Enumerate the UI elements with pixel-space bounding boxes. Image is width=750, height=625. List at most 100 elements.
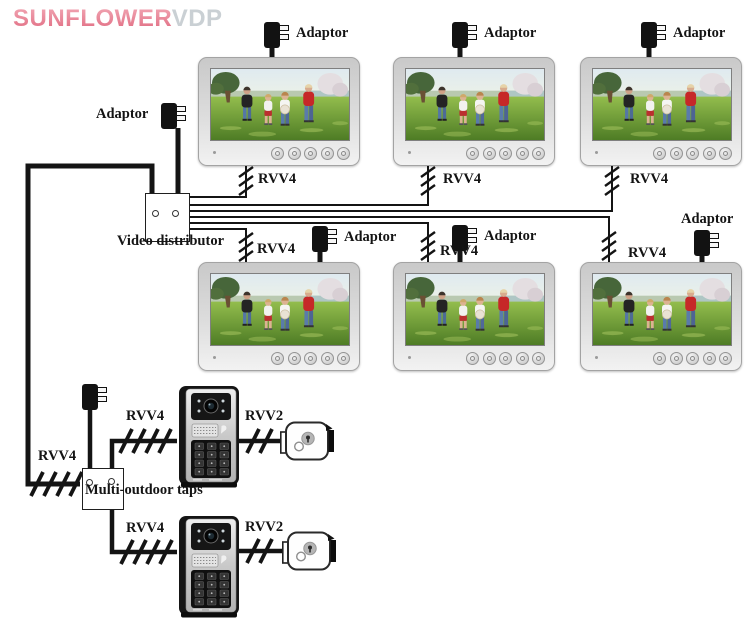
power-plug-icon [452, 22, 477, 48]
terminal-pin [172, 210, 179, 217]
cable-label-rvv4: RVV4 [628, 245, 667, 261]
family-park-photo [406, 274, 544, 345]
door-station-graphic [179, 386, 239, 488]
microphone-hole [213, 356, 216, 359]
monitor-button [653, 352, 666, 365]
monitor-button [719, 147, 732, 160]
monitor-button [287, 147, 301, 160]
monitor-button [719, 352, 732, 365]
monitor-buttons [653, 147, 732, 160]
monitor-buttons [271, 147, 350, 160]
brand-name: SUNFLOWER [13, 5, 172, 32]
outdoor-door-station-1 [178, 386, 240, 488]
cable-label-rvv4: RVV4 [257, 241, 296, 257]
monitor-button [515, 147, 529, 160]
indoor-monitor [198, 262, 360, 371]
monitor-buttons [466, 147, 545, 160]
indoor-monitor [393, 262, 555, 371]
monitor-screen [210, 273, 350, 346]
monitor-button [669, 352, 683, 365]
monitor-screen [210, 68, 350, 141]
adaptor-label: Adaptor [484, 228, 537, 244]
electric-lock-1 [280, 421, 336, 461]
monitor-screen [405, 68, 545, 141]
monitor-button [466, 352, 479, 365]
adaptor-monitor-5: Adaptor [452, 225, 536, 251]
adaptor-outdoor-taps: Adaptor [82, 384, 107, 410]
outdoor-door-station-2 [178, 516, 240, 618]
indoor-monitor [580, 57, 742, 166]
monitor-button [653, 147, 666, 160]
monitor-button [320, 147, 334, 160]
monitor-screen [405, 273, 545, 346]
monitor-button [532, 352, 545, 365]
video-distributor-box [145, 193, 190, 242]
adaptor-monitor-2: Adaptor [452, 22, 536, 48]
monitor-button [669, 147, 683, 160]
power-plug-icon [641, 22, 666, 48]
video-distributor-label: Video distributor [117, 233, 225, 249]
power-plug-icon [694, 230, 719, 256]
monitor-button [702, 352, 716, 365]
brand-suffix: VDP [171, 5, 223, 32]
monitor-screen [592, 68, 732, 141]
monitor-button [304, 147, 317, 160]
monitor-button [271, 147, 284, 160]
indoor-monitor [393, 57, 555, 166]
monitor-button [320, 352, 334, 365]
indoor-monitor [580, 262, 742, 371]
family-park-photo [593, 274, 731, 345]
monitor-button [482, 147, 496, 160]
microphone-hole [408, 356, 411, 359]
cable-label-rvv4: RVV4 [440, 243, 479, 259]
electric-lock-graphic [280, 421, 334, 461]
multi-outdoor-taps-box [82, 468, 124, 510]
monitor-buttons [271, 352, 350, 365]
indoor-monitor [198, 57, 360, 166]
family-park-photo [211, 274, 349, 345]
adaptor-label: Adaptor [484, 25, 537, 41]
adaptor-monitor-3: Adaptor [641, 22, 725, 48]
terminal-pin [86, 479, 93, 486]
electric-lock-2 [282, 531, 338, 571]
cable-label-rvv4: RVV4 [443, 171, 482, 187]
adaptor-label: Adaptor [296, 25, 349, 41]
adaptor-monitor-6: Adaptor [681, 208, 733, 256]
cable-label-rvv2: RVV2 [245, 519, 284, 535]
microphone-hole [595, 356, 598, 359]
cable-label-rvv2: RVV2 [245, 408, 284, 424]
monitor-button [337, 147, 350, 160]
monitor-button [482, 352, 496, 365]
monitor-buttons [466, 352, 545, 365]
cable-label-rvv4: RVV4 [630, 171, 669, 187]
monitor-button [702, 147, 716, 160]
adaptor-label: Adaptor [681, 211, 734, 227]
family-park-photo [211, 69, 349, 140]
monitor-button [337, 352, 350, 365]
monitor-screen [592, 273, 732, 346]
adaptor-monitor-4: Adaptor [312, 226, 396, 252]
monitor-button [499, 147, 512, 160]
multi-outdoor-taps-label: Multi-outdoor taps [85, 482, 203, 498]
microphone-hole [408, 151, 411, 154]
terminal-pin [152, 210, 159, 217]
monitor-button [466, 147, 479, 160]
logo: SUNFLOWERVDP [13, 5, 223, 33]
door-station-graphic [179, 516, 239, 618]
monitor-button [532, 147, 545, 160]
monitor-button [515, 352, 529, 365]
power-plug-icon [161, 103, 187, 129]
adaptor-label: Adaptor [96, 106, 149, 122]
terminal-pin [108, 478, 115, 485]
microphone-hole [213, 151, 216, 154]
power-plug-icon [264, 22, 289, 48]
electric-lock-graphic [282, 531, 336, 571]
cable-label-rvv4: RVV4 [126, 408, 165, 424]
family-park-photo [593, 69, 731, 140]
cable-label-rvv4: RVV4 [126, 520, 165, 536]
power-plug-icon [312, 226, 337, 252]
monitor-button [499, 352, 512, 365]
monitor-buttons [653, 352, 732, 365]
